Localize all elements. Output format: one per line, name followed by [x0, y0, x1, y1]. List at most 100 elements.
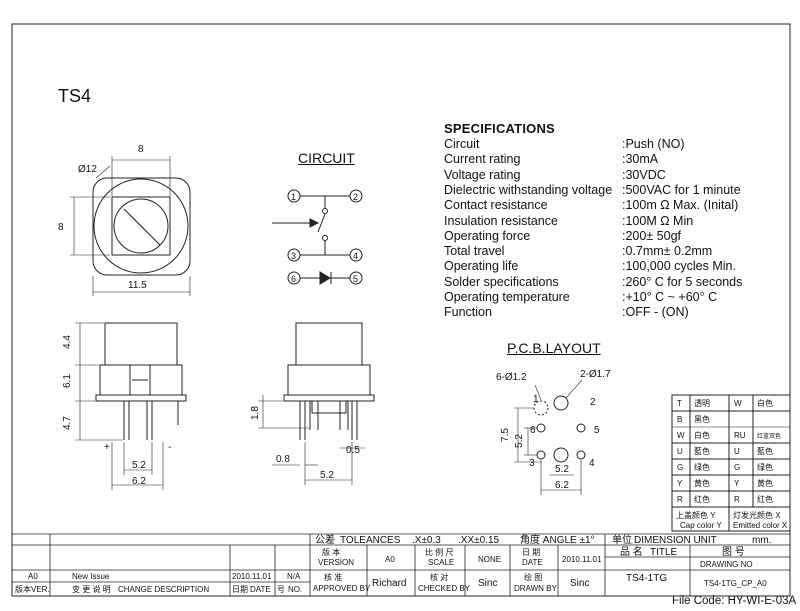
- h-date-cn: 日期: [232, 585, 248, 594]
- version-en: VERSION: [318, 558, 354, 567]
- pcb-small-hole: 6-Ø1.2: [496, 372, 527, 383]
- front-dim-height: 1.8: [250, 406, 261, 420]
- unit-val: mm.: [752, 535, 771, 546]
- side-bottom-b: 6.2: [132, 476, 146, 487]
- title-block: 公差 TOLEANCES .X±0.3 .XX±0.15 角度 ANGLE ±1…: [15, 533, 771, 594]
- color-table-cell: 黑色: [694, 414, 710, 424]
- front-dim-c: 5.2: [320, 470, 334, 481]
- rev-no: N/A: [287, 572, 301, 581]
- spec-label: Operating temperature: [444, 290, 570, 304]
- tol-en: TOLEANCES: [340, 535, 401, 546]
- side-dim-a: 4.4: [62, 335, 73, 349]
- color-table-cell: 白色: [694, 430, 710, 440]
- color-table-cell: B: [677, 415, 682, 424]
- checked-val: Sinc: [478, 578, 497, 589]
- color-table-cell: G: [734, 463, 740, 472]
- drawing-val: TS4-1TG_CP_A0: [704, 579, 767, 588]
- front-dim-a: 0.8: [276, 454, 290, 465]
- side-minus-label: -: [168, 442, 171, 453]
- rev-ver: A0: [28, 572, 38, 581]
- cap-color-en: Cap color Y: [680, 521, 722, 530]
- color-table-cell: 藍色: [694, 446, 710, 456]
- top-view-cap: [111, 196, 171, 256]
- approved-en: APPROVED BY: [313, 584, 371, 593]
- spec-label: Current rating: [444, 152, 521, 167]
- color-table-cell: Y: [734, 479, 740, 488]
- spec-value: :Push (NO): [622, 137, 685, 151]
- color-table-cell: W: [734, 399, 742, 408]
- spec-value: :100,000 cycles Min.: [622, 259, 736, 274]
- unit-en: DIMENSION UNIT: [634, 535, 717, 546]
- spec-label: Operating life: [444, 259, 519, 274]
- drawing-title: TS4: [58, 86, 92, 106]
- cap-color-cn: 上盖颜色 Y: [676, 510, 716, 520]
- spec-label: Voltage rating: [444, 167, 521, 182]
- date-val: 2010.11.01: [562, 555, 602, 564]
- color-table-cell: 透明: [694, 399, 710, 408]
- spec-value: :100m Ω Max. (Inital): [622, 198, 739, 213]
- circuit-pin-4: 4: [353, 251, 358, 261]
- date-cn: 日 期: [522, 548, 540, 557]
- spec-label: Function: [444, 305, 492, 320]
- color-table-cell: 红色: [694, 494, 710, 504]
- pcb-pin-4: 4: [589, 458, 595, 469]
- h-no: NO.: [288, 585, 302, 594]
- led-color-cn: 灯发光颜色 X: [733, 510, 781, 520]
- color-table-cell: W: [677, 431, 685, 440]
- pcb-dim-inner: 5.2: [514, 434, 525, 448]
- circuit-pin-5: 5: [353, 274, 358, 284]
- version-cn: 版 本: [322, 547, 340, 557]
- scale-en: SCALE: [428, 558, 454, 567]
- color-table-cell: U: [677, 447, 683, 456]
- pcb-dim-span: 5.2: [555, 464, 569, 475]
- title-en: TITLE: [650, 547, 678, 558]
- spec-value: :200± 50gf: [622, 228, 681, 243]
- title-block-grid: [12, 533, 790, 596]
- spec-label: Solder specifications: [444, 274, 559, 289]
- spec-value: :+10° C ~ +60° C: [622, 290, 718, 304]
- checked-cn: 核 对: [430, 572, 448, 582]
- spec-value: :30mA: [622, 152, 659, 167]
- spec-label: Operating force: [444, 228, 531, 243]
- pcb-dim-width: 6.2: [555, 480, 569, 491]
- h-no-cn: 号: [277, 585, 285, 594]
- h-ver: VER.: [31, 585, 50, 594]
- side-dim-c: 4.7: [62, 416, 73, 430]
- color-table-cell: R: [734, 495, 740, 504]
- rev-date: 2010.11.01: [232, 572, 272, 581]
- pcb-dim-height: 7.5: [500, 428, 511, 442]
- approved-val: Richard: [372, 578, 406, 589]
- drawing-en: DRAWING NO: [700, 560, 753, 569]
- spec-label: Total travel: [444, 244, 505, 259]
- color-table-cell: 白色: [757, 398, 773, 408]
- spec-value: :30VDC: [622, 167, 666, 182]
- approved-cn: 核 准: [324, 572, 342, 582]
- spec-label: Insulation resistance: [444, 213, 558, 228]
- color-table-cell: 黄色: [757, 478, 773, 488]
- color-table-cell: 藍色: [757, 446, 773, 456]
- spec-value: :500VAC for 1 minute: [622, 182, 741, 197]
- spec-label: Contact resistance: [444, 198, 548, 213]
- tol-cn: 公差: [315, 533, 335, 546]
- tol-b: .XX±0.15: [458, 535, 500, 546]
- side-dim-b: 6.1: [62, 374, 73, 388]
- pcb-layout-title: P.C.B.LAYOUT: [507, 340, 601, 356]
- drawn-cn: 绘 图: [524, 572, 542, 582]
- h-ver-cn: 版本: [15, 584, 31, 594]
- color-table-cell: 黄色: [694, 478, 710, 488]
- circuit-pin-2: 2: [353, 192, 358, 202]
- title-val: TS4-1TG: [626, 573, 667, 584]
- pcb-large-hole: 2-Ø1.7: [580, 369, 611, 380]
- top-view-body: [92, 177, 191, 276]
- pcb-pin-3: 3: [529, 458, 535, 469]
- top-view-inner-circle: [113, 198, 169, 254]
- color-table-cell: 红色: [757, 494, 773, 504]
- unit-cn: 单位: [612, 533, 632, 546]
- spec-value: :OFF - (ON): [622, 305, 689, 320]
- color-table-cell: R: [677, 495, 683, 504]
- color-table-cell: T: [677, 399, 682, 408]
- top-diameter-label: Ø12: [78, 164, 97, 175]
- side-plus-label: +: [104, 442, 110, 453]
